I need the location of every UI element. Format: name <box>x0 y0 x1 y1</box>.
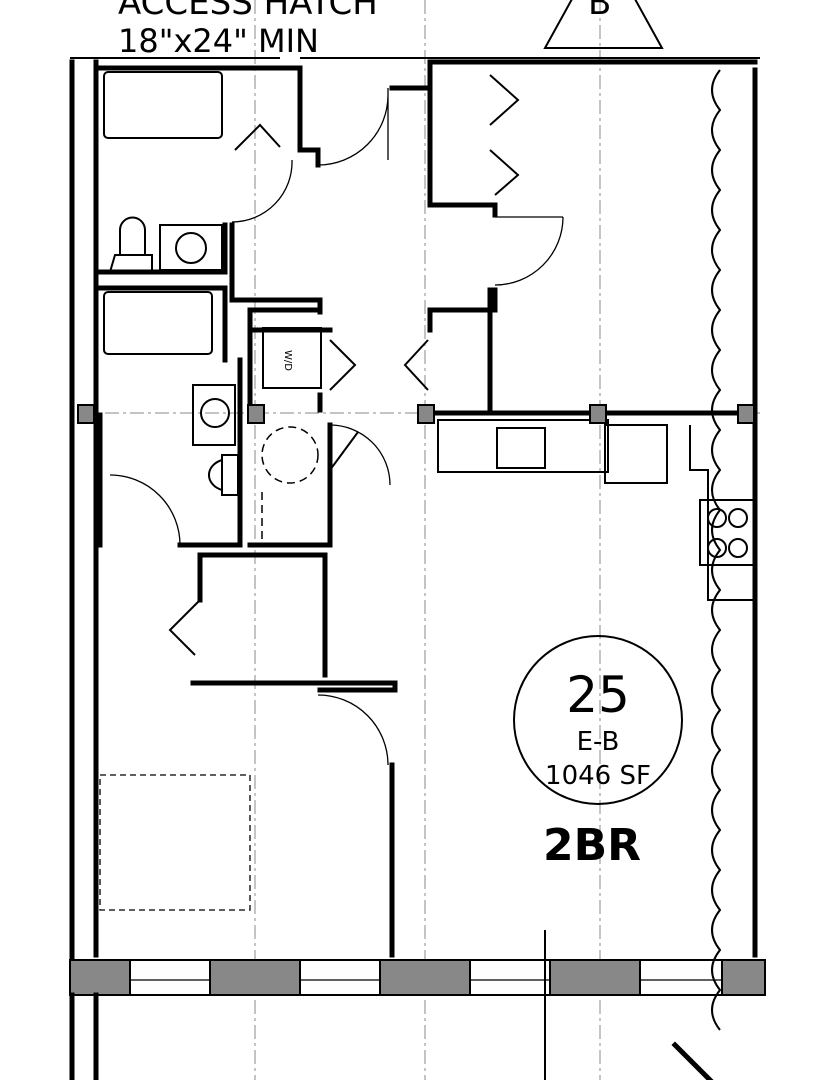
unit-tag-circle <box>513 635 683 805</box>
water-heater <box>261 426 319 484</box>
kitchen-sink <box>496 427 546 469</box>
bathtub-1 <box>103 71 223 139</box>
grid-centerlines <box>80 0 760 1080</box>
columns <box>77 404 755 424</box>
toilet-2 <box>207 454 239 496</box>
bed <box>99 774 251 911</box>
unit-number: 25 <box>566 666 630 724</box>
section-marker: B <box>543 0 664 49</box>
access-hatch-label: ACCESS HATCH <box>118 0 378 23</box>
washer-dryer <box>262 327 322 389</box>
access-hatch-size: 18"x24" MIN <box>118 22 319 60</box>
doors <box>109 74 564 766</box>
sink-1 <box>159 224 223 271</box>
counter <box>437 419 609 473</box>
bathtub-2 <box>103 291 213 355</box>
unit-area: 1046 SF <box>545 761 651 791</box>
unit-bedrooms: 2BR <box>543 820 641 871</box>
fixtures: W/D <box>99 71 756 911</box>
dishwasher <box>604 424 668 484</box>
unit-tag: 25 E-B 1046 SF 2BR <box>513 635 683 871</box>
washer-dryer-label: W/D <box>282 350 293 371</box>
unit-type: E-B <box>577 727 620 757</box>
curtain <box>711 69 722 1031</box>
sink-2 <box>192 384 236 446</box>
exterior-wall <box>69 930 766 1080</box>
range <box>699 499 756 566</box>
toilet-1 <box>108 216 153 273</box>
walls <box>69 59 758 963</box>
section-marker-label: B <box>588 0 611 23</box>
